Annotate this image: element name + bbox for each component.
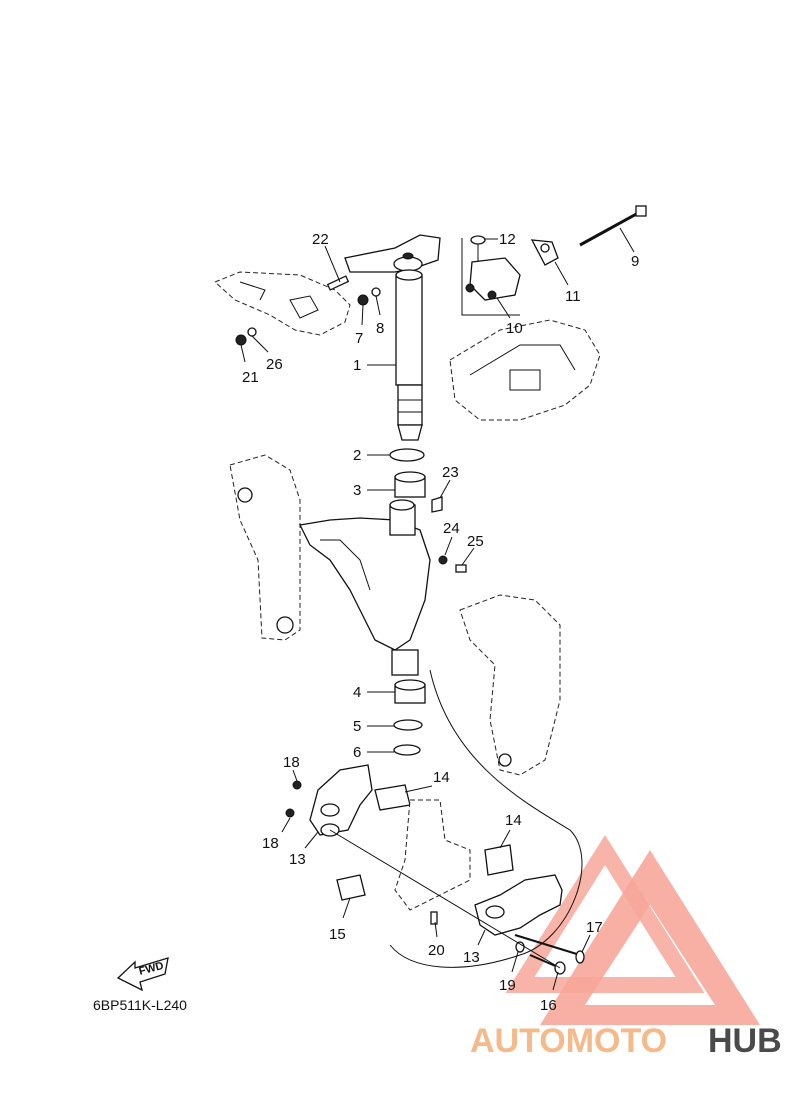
watermark-text-part1: AUTOMOTO: [470, 1022, 667, 1060]
steering-shaft: [395, 269, 423, 441]
bushing-parts-top: [389, 448, 443, 513]
lower-mount-right: [474, 874, 563, 936]
callout-11: 11: [565, 288, 581, 305]
rubber-mounts: [336, 784, 514, 901]
bolts-24-25: [438, 555, 467, 573]
top-left-bracket: [214, 271, 351, 336]
callout-17: 17: [586, 919, 603, 936]
callout-22: 22: [312, 231, 329, 248]
callout-6: 6: [353, 744, 361, 761]
swivel-bracket: [299, 499, 431, 676]
engine-base-plate: [449, 319, 601, 421]
callout-20: 20: [428, 942, 445, 959]
callout-10: 10: [506, 320, 523, 337]
callout-16: 16: [540, 997, 557, 1014]
diagram-code: 6BP511K-L240: [93, 997, 187, 1013]
bushing-parts-bottom: [393, 679, 426, 756]
callout-26: 26: [266, 356, 283, 373]
callouts: 22 7 8 21 26 1 12 9 11 10 2 3 23: [240, 227, 639, 1014]
callout-7: 7: [355, 330, 363, 347]
right-clamp-bracket: [459, 594, 561, 776]
callout-15: 15: [329, 926, 346, 943]
callout-14-right: 14: [505, 812, 522, 829]
callout-1: 1: [353, 357, 361, 374]
callout-23: 23: [442, 464, 459, 481]
watermark-text: AUTOMOTO HUB: [470, 1022, 782, 1060]
watermark-logo-triangle: [505, 834, 760, 1025]
midsection-outline: [394, 799, 471, 911]
callout-13-bottom: 13: [463, 949, 480, 966]
callout-5: 5: [353, 718, 361, 735]
callout-24: 24: [443, 520, 460, 537]
bolts-lower: [329, 829, 585, 975]
callout-18-bottom: 18: [262, 835, 279, 852]
callout-3: 3: [353, 482, 361, 499]
callout-18-top: 18: [283, 754, 300, 771]
steering-arm: [326, 234, 441, 291]
callout-12: 12: [499, 231, 516, 248]
callout-25: 25: [467, 533, 484, 550]
callout-14-top: 14: [433, 769, 450, 786]
callout-21: 21: [242, 369, 259, 386]
callout-19: 19: [499, 977, 516, 994]
sensor-unit: [461, 238, 521, 316]
callout-4: 4: [353, 684, 361, 701]
hose-line: [389, 669, 583, 968]
callout-8: 8: [376, 320, 384, 337]
callout-13-left: 13: [289, 851, 306, 868]
long-bolt-9: [579, 205, 647, 247]
left-clamp-bracket: [229, 454, 301, 641]
bolt-12: [470, 235, 486, 262]
watermark-text-part2: HUB: [708, 1022, 782, 1060]
clip-11: [530, 239, 559, 266]
lower-mount-left: [285, 764, 373, 837]
fwd-arrow-icon: FWD: [116, 957, 169, 992]
callout-2: 2: [353, 447, 361, 464]
callout-9: 9: [631, 253, 639, 270]
